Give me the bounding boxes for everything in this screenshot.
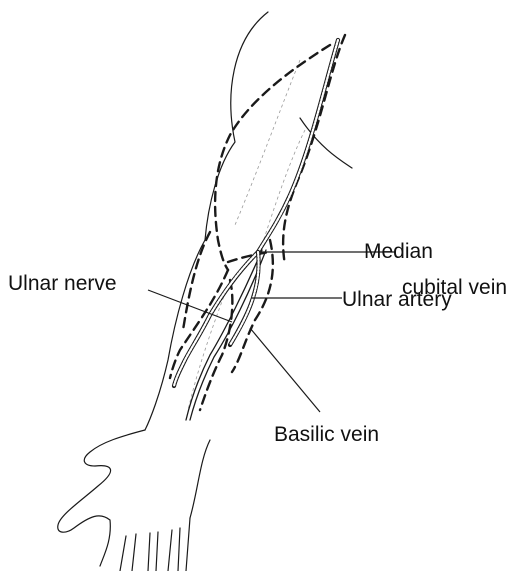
hand-contour [58, 430, 145, 566]
ulnar-artery-label: Ulnar artery [342, 288, 452, 311]
basilic-vein-label: Basilic vein [274, 423, 379, 446]
basilic-vein-leader [250, 328, 320, 412]
finger-contours [120, 518, 190, 571]
median-cubital-label-line1: Median [364, 240, 433, 263]
ulnar-nerve-label: Ulnar nerve [8, 272, 117, 295]
arteries [174, 40, 338, 386]
wrist-ulnar-contour [190, 440, 210, 518]
veins [170, 35, 345, 410]
